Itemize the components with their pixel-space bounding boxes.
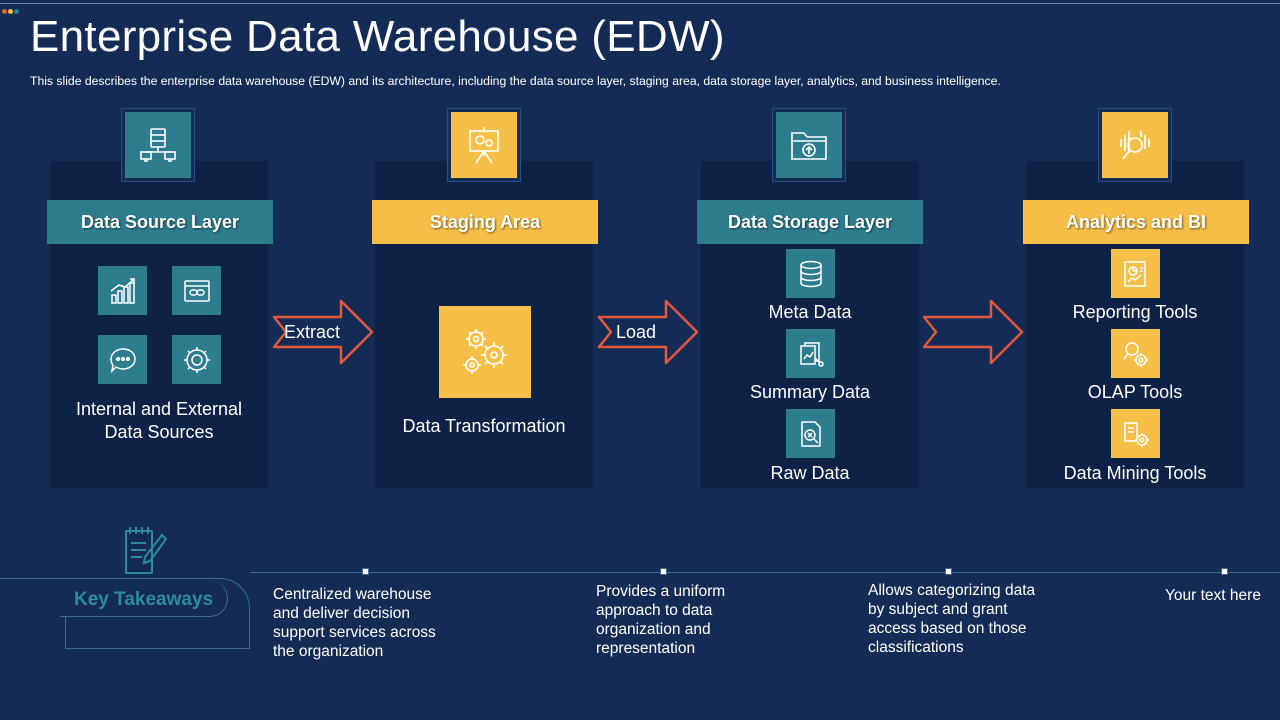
settings-chip-icon [183, 346, 210, 373]
storage-tile-summary [786, 329, 835, 378]
gears-icon [463, 329, 507, 374]
data-center-icon [140, 128, 176, 162]
source-label-line-2: Data Sources [104, 422, 214, 442]
page-subtitle: This slide describes the enterprise data… [30, 74, 1001, 88]
takeaways-timeline [250, 572, 1280, 573]
timeline-dot-1 [362, 568, 369, 575]
stage-header-staging: Staging Area [372, 200, 598, 244]
stage-header-data-source: Data Source Layer [47, 200, 273, 244]
browser-link-icon [183, 279, 210, 302]
stage-icon-box-analytics [1098, 108, 1172, 182]
folder-upload-icon [791, 132, 827, 160]
presentation-gears-icon [469, 127, 499, 164]
source-tile-3 [98, 335, 147, 384]
analytics-search-icon [1120, 131, 1150, 160]
analytics-label-reporting: Reporting Tools [1072, 302, 1198, 322]
takeaway-text-4: Your text here [1165, 587, 1261, 604]
source-label: Internal and External Data Sources [50, 398, 268, 444]
takeaways-rule [0, 578, 215, 579]
storage-label-meta: Meta Data [768, 302, 852, 322]
source-label-line-1: Internal and External [75, 399, 243, 419]
storage-label-summary: Summary Data [749, 382, 871, 402]
analytics-label-mining: Data Mining Tools [1063, 463, 1207, 483]
analytics-tile-reporting [1111, 249, 1160, 298]
page-title: Enterprise Data Warehouse (EDW) [30, 12, 725, 61]
stage-icon-box-staging [447, 108, 521, 182]
chat-bubble-icon [109, 347, 136, 373]
takeaway-text-1: Centralized warehouse and deliver decisi… [273, 586, 436, 660]
window-dots [2, 1, 20, 19]
storage-tile-raw [786, 409, 835, 458]
storage-label-raw: Raw Data [770, 463, 850, 483]
takeaway-text-3: Allows categorizing data by subject and … [868, 582, 1036, 656]
takeaways-frame [65, 617, 250, 649]
analytics-tile-olap [1111, 329, 1160, 378]
flow-arrow-label-extract: Extract [284, 322, 341, 342]
timeline-dot-2 [660, 568, 667, 575]
storage-tile-meta [786, 249, 835, 298]
database-icon [799, 260, 822, 287]
stage-icon-box-data-source [121, 108, 195, 182]
flow-arrow-load [597, 299, 699, 365]
flow-arrow-label-load: Load [616, 322, 657, 342]
flow-arrow-analytics [922, 299, 1024, 365]
takeaways-label: Key Takeaways [74, 589, 214, 610]
documents-chart-icon [799, 341, 824, 367]
source-tile-4 [172, 335, 221, 384]
report-chart-icon [1123, 260, 1146, 287]
chart-growth-icon [110, 277, 135, 304]
takeaway-text-2: Provides a uniform approach to data orga… [596, 583, 726, 657]
stage-icon-box-data-storage [772, 108, 846, 182]
staging-label: Data Transformation [402, 416, 566, 436]
analytics-label-olap: OLAP Tools [1087, 382, 1183, 402]
timeline-dot-4 [1221, 568, 1228, 575]
notepad-pen-icon [125, 527, 168, 574]
top-rule [0, 3, 1280, 4]
document-search-icon [800, 420, 821, 447]
search-gear-icon [1122, 341, 1148, 367]
staging-tile [439, 306, 531, 398]
takeaways-pill [60, 580, 228, 617]
mining-tools-icon [1123, 421, 1149, 447]
stage-header-analytics: Analytics and BI [1023, 200, 1249, 244]
analytics-tile-mining [1111, 409, 1160, 458]
source-tile-1 [98, 266, 147, 315]
stage-header-data-storage: Data Storage Layer [697, 200, 923, 244]
timeline-dot-3 [945, 568, 952, 575]
flow-arrow-extract [272, 299, 374, 365]
source-tile-2 [172, 266, 221, 315]
